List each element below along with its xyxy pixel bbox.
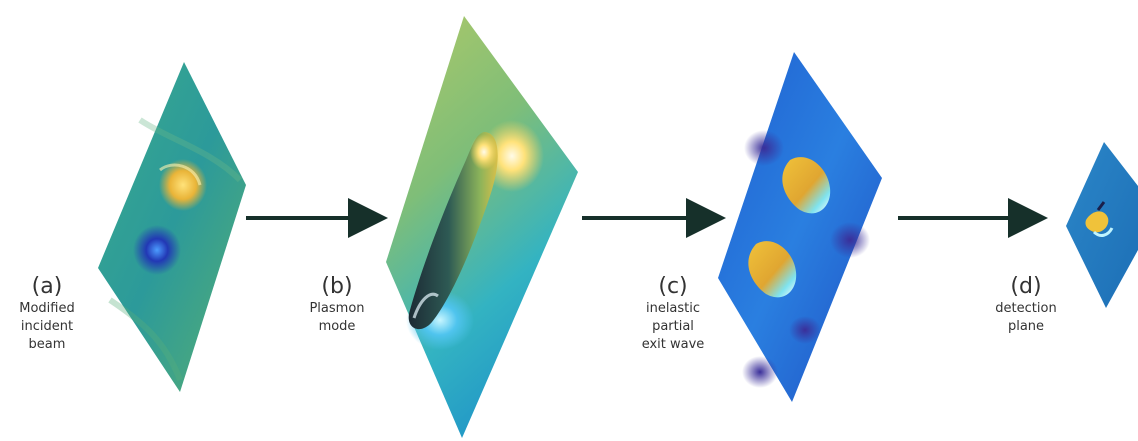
panel-desc-line: Plasmon: [309, 301, 365, 316]
panel-desc-line: incident: [20, 319, 74, 334]
panel-desc-line: exit wave: [641, 337, 705, 352]
panel-desc-line: Modified: [19, 301, 75, 316]
panel-desc-line: inelastic: [645, 301, 701, 316]
panel-label-b: (b) Plasmon mode: [292, 274, 382, 336]
panel-label-a: (a) Modified incident beam: [2, 274, 92, 354]
surface-d-detection-plane: [1066, 142, 1138, 308]
panel-label-c: (c) inelastic partial exit wave: [628, 274, 718, 354]
surface-a-modified-incident-beam: [98, 62, 246, 392]
panel-desc-line: plane: [1007, 319, 1045, 334]
panel-desc-line: detection: [995, 301, 1057, 316]
surface-b-plasmon-mode: [386, 16, 578, 438]
panel-desc-line: partial: [652, 319, 694, 334]
panel-letter-a: (a): [31, 274, 63, 299]
panel-desc-line: beam: [28, 337, 66, 352]
panel-label-d: (d) detection plane: [981, 274, 1071, 336]
panel-desc-line: mode: [318, 319, 356, 334]
surface-c-inelastic-partial-exit-wave: [718, 52, 882, 402]
panel-letter-c: (c): [658, 274, 688, 299]
panel-letter-b: (b): [321, 274, 353, 299]
panel-letter-d: (d): [1010, 274, 1042, 299]
